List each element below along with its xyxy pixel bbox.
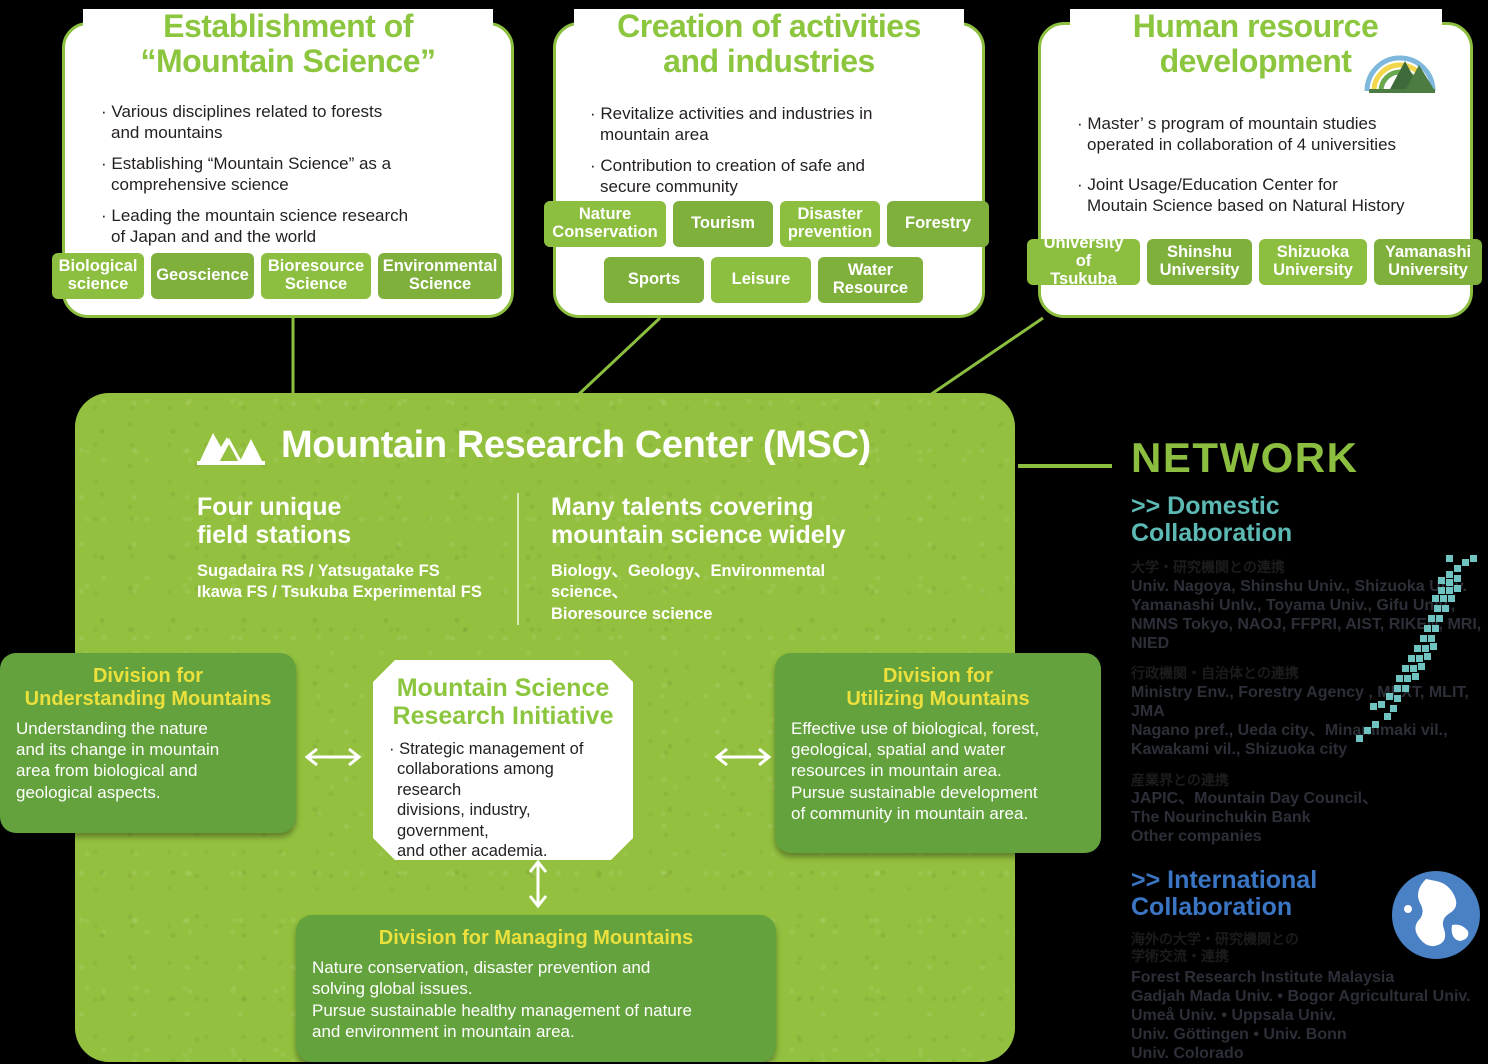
group-list: Ministry Env., Forestry Agency , MEXT, M… — [1131, 683, 1469, 759]
group-jp-heading: 産業界との連携 — [1131, 771, 1229, 788]
panel-columns: Four unique field stations Sugadaira RS … — [197, 493, 917, 626]
rainbow-mountain-icon — [1364, 55, 1436, 93]
card-bullet-list: · Various disciplines related to forests… — [101, 101, 501, 256]
division-managing-mountains: Division for Managing Mountains Nature c… — [296, 915, 776, 1062]
bullet-item: · Various disciplines related to forests… — [101, 102, 383, 143]
card-chip-row: Biological science Geoscience Bioresourc… — [52, 253, 502, 299]
column-body: Sugadaira RS / Yatsugatake FS Ikawa FS /… — [197, 562, 482, 602]
bullet-item: · Joint Usage/Education Center for Mouta… — [1077, 174, 1405, 216]
chip-bioresource-science[interactable]: Bioresource Science — [261, 253, 371, 299]
group-jp-heading: 大学・研究機関との連携 — [1131, 559, 1285, 575]
bullet-item: · Establishing “Mountain Science” as a c… — [101, 153, 392, 195]
chip-university-of-tsukuba[interactable]: University of Tsukuba — [1027, 234, 1140, 288]
group-list: JAPIC、Mountain Day Council、 The Nourinch… — [1131, 790, 1379, 846]
card-bullet-list: · Revitalize activities and industries i… — [590, 103, 970, 207]
chip-shizuoka-university[interactable]: Shizuoka University — [1259, 239, 1367, 285]
panel-title: Mountain Research Center (MSC) — [281, 423, 871, 466]
chip-shinshu-university[interactable]: Shinshu University — [1147, 239, 1252, 285]
initiative-title: Mountain Science Research Initiative — [392, 674, 614, 730]
bullet-item: · Revitalize activities and industries i… — [590, 104, 873, 145]
group-jp-heading: 行政機関・自治体との連携 — [1131, 665, 1299, 682]
mountain-science-research-initiative: Mountain Science Research Initiative · S… — [373, 660, 633, 860]
bullet-item: · Master’ s program of mountain studies … — [1077, 114, 1397, 155]
division-utilizing-mountains: Division for Utilizing Mountains Effecti… — [775, 653, 1101, 853]
chip-nature-conservation[interactable]: Nature Conservation — [544, 201, 666, 247]
chip-disaster-prevention[interactable]: Disaster prevention — [780, 201, 880, 247]
chip-sports[interactable]: Sports — [604, 257, 704, 303]
chip-yamanashi-university[interactable]: Yamanashi University — [1374, 239, 1482, 285]
card-establishment: Establishment of “Mountain Science” · Va… — [52, 9, 514, 318]
chip-biological-science[interactable]: Biological science — [52, 253, 144, 299]
msc-mountain-logo — [197, 433, 265, 465]
bullet-item: · Contribution to creation of safe and s… — [590, 155, 865, 197]
chip-water-resource[interactable]: Water Resource — [818, 257, 923, 303]
domestic-collaboration-block: >> Domestic Collaboration 大学・研究機関との連携 Un… — [1131, 493, 1488, 847]
card-chip-row-1: Nature Conservation Tourism Disaster pre… — [544, 201, 989, 247]
column-body: Biology、Geology、Environmental science、 B… — [551, 562, 826, 623]
domestic-group: 行政機関・自治体との連携 Ministry Env., Forestry Age… — [1131, 665, 1488, 759]
chip-geoscience[interactable]: Geoscience — [151, 253, 254, 299]
chip-forestry[interactable]: Forestry — [887, 201, 989, 247]
card-chip-row: University of Tsukuba Shinshu University… — [1027, 234, 1482, 288]
card-title: Human resource development — [1132, 8, 1379, 79]
card-title: Creation of activities and industries — [617, 8, 921, 79]
division-title: Division for Understanding Mountains — [24, 665, 272, 710]
international-list: Forest Research Institute Malaysia Gadja… — [1131, 968, 1471, 1063]
column-heading: Four unique field stations — [197, 493, 352, 549]
domestic-collaboration-label: >> Domestic Collaboration — [1131, 492, 1293, 547]
international-jp-heading: 海外の大学・研究機関との 学術交流・連携 — [1131, 930, 1299, 965]
division-body: Nature conservation, disaster prevention… — [312, 957, 692, 1042]
division-body: Understanding the nature and its change … — [16, 718, 220, 802]
card-chip-row-2: Sports Leisure Water Resource — [604, 257, 923, 303]
division-title: Division for Utilizing Mountains — [846, 665, 1030, 710]
chip-tourism[interactable]: Tourism — [673, 201, 773, 247]
card-creation: Creation of activities and industries · … — [544, 9, 989, 318]
network-section: NETWORK — [1131, 437, 1488, 1064]
bullet-item: · Leading the mountain science research … — [101, 205, 409, 247]
international-collaboration-block: >> International Collaboration 海外の大学・研究機… — [1131, 865, 1488, 1064]
division-understanding-mountains: Division for Understanding Mountains Und… — [0, 653, 296, 833]
card-title: Establishment of “Mountain Science” — [140, 8, 436, 79]
column-field-stations: Four unique field stations Sugadaira RS … — [197, 493, 517, 625]
column-talents: Many talents covering mountain science w… — [517, 493, 917, 626]
domestic-group: 産業界との連携 JAPIC、Mountain Day Council、 The … — [1131, 772, 1488, 847]
network-title: NETWORK — [1131, 434, 1359, 481]
card-human-resource: Human resource development · Master’ s p… — [1027, 9, 1482, 318]
card-bullet-list: · Master’ s program of mountain studies … — [1077, 113, 1473, 226]
division-body: Effective use of biological, forest, geo… — [791, 718, 1040, 824]
division-title: Division for Managing Mountains — [378, 927, 694, 949]
panel-header: Mountain Research Center (MSC) — [197, 423, 871, 467]
globe-icon — [1392, 870, 1480, 959]
column-heading: Many talents covering mountain science w… — [551, 493, 846, 549]
initiative-body: · Strategic management of collaborations… — [389, 740, 584, 861]
chip-leisure[interactable]: Leisure — [711, 257, 811, 303]
japan-map-icon — [1356, 555, 1477, 742]
chip-environmental-science[interactable]: Environmental Science — [378, 253, 502, 299]
international-collaboration-label: >> International Collaboration — [1131, 865, 1318, 921]
